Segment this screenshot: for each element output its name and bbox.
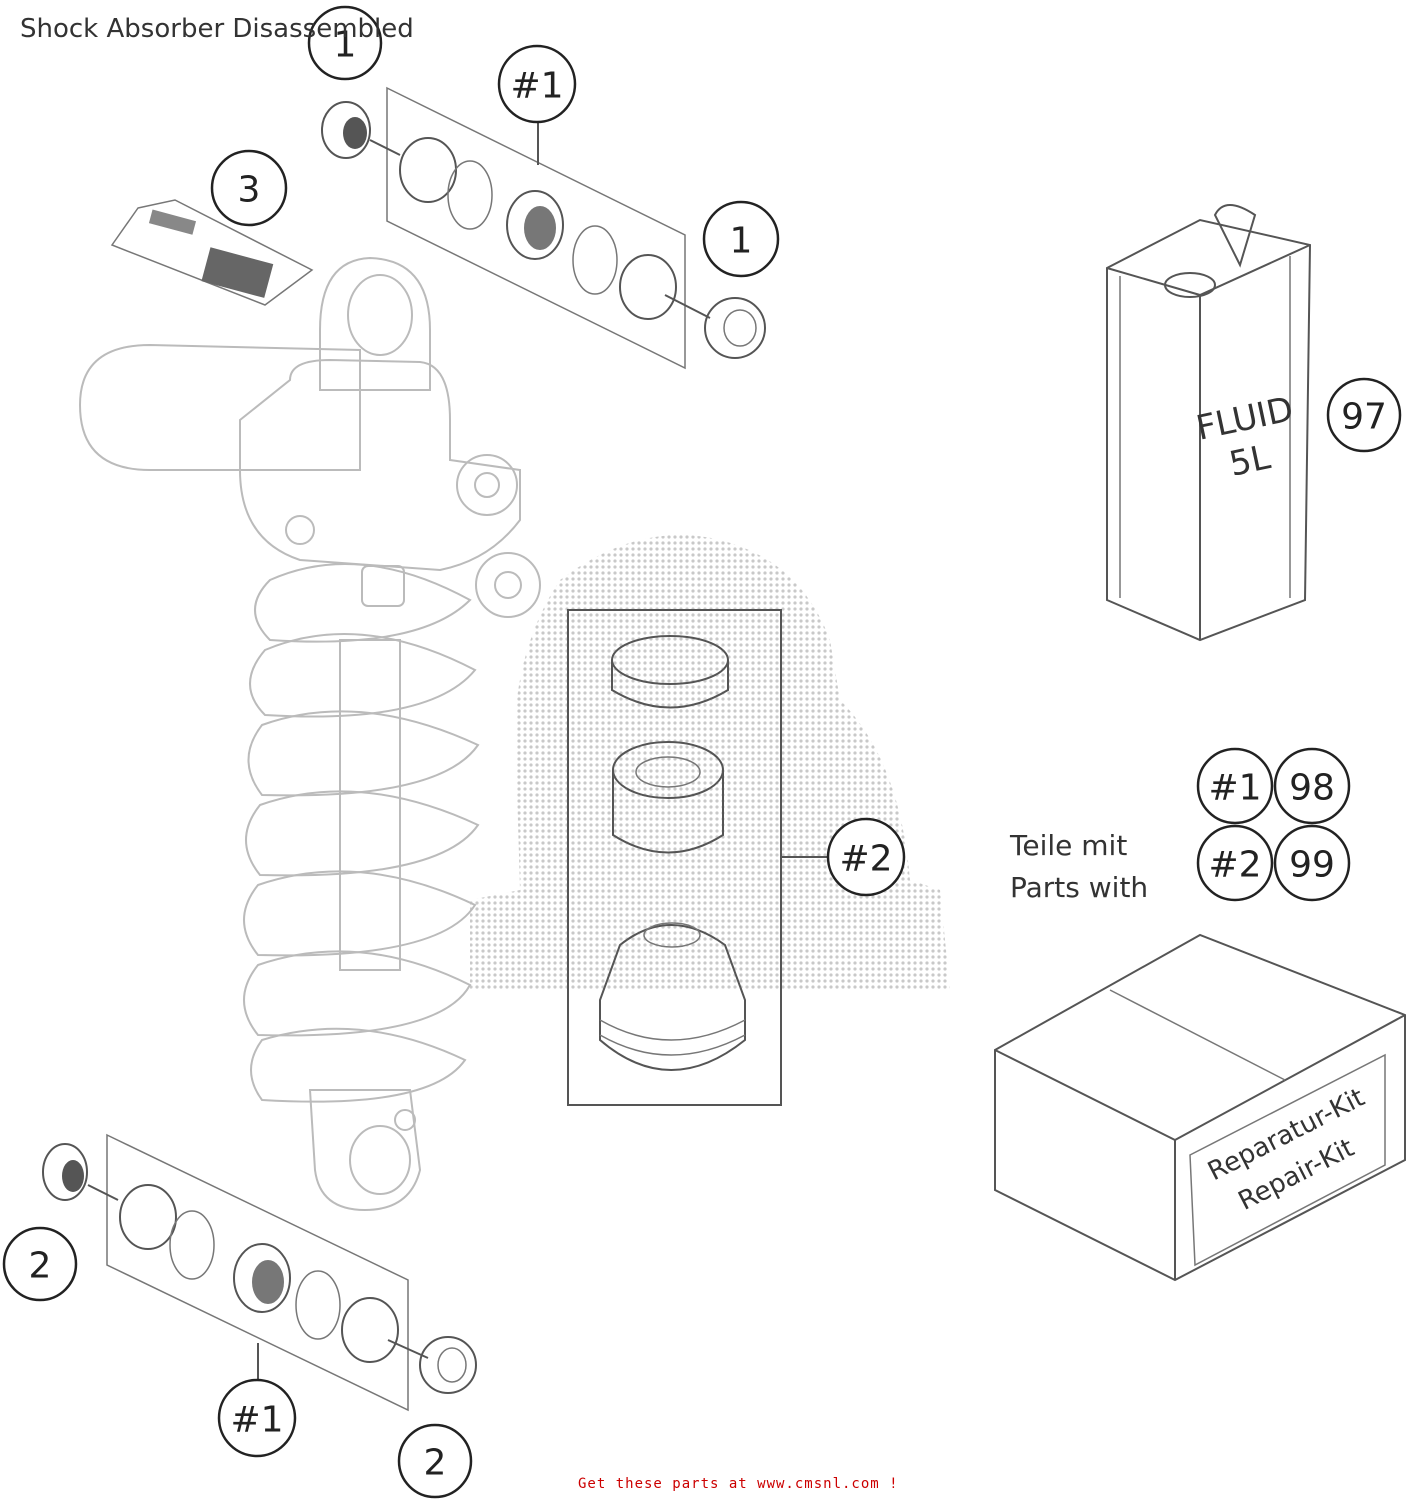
svg-text:1: 1 [730,221,753,262]
seal-kit [567,609,828,1106]
svg-text:3: 3 [238,170,261,211]
fluid-can-label-2: 5L [1226,437,1274,485]
footer-link-text[interactable]: Get these parts at www.cmsnl.com ! [578,1476,899,1492]
callout-kit1-top: #1 [497,44,577,124]
legend-callout-99: 99 [1273,824,1351,902]
legend-callout-kit1: #1 [1196,747,1274,825]
legend-callout-98: 98 [1273,747,1351,825]
svg-text:#1: #1 [510,66,563,107]
svg-text:1: 1 [334,25,357,66]
watermark-logo [470,535,950,990]
legend-parts-with: Parts with [1010,871,1148,904]
svg-text:99: 99 [1289,845,1335,886]
callout-97: 97 [1326,377,1402,453]
svg-text:97: 97 [1341,397,1387,438]
svg-text:2: 2 [29,1246,52,1287]
bushing-kit-top [321,86,766,370]
callout-kit2: #2 [826,817,906,897]
callout-1-right: 1 [702,200,780,278]
callout-1-top: 1 [307,5,383,81]
callout-kit1-bottom: #1 [217,1378,297,1458]
svg-text:98: 98 [1289,768,1335,809]
repair-kit-box: Reparatur-Kit Repair-Kit [994,933,1406,1282]
callout-2-bottom: 2 [397,1423,473,1499]
svg-text:#1: #1 [230,1400,283,1441]
bushing-kit-bottom [42,1133,477,1412]
fluid-can-label-1: FLUID [1193,389,1297,448]
shock-absorber [78,256,541,1212]
svg-text:2: 2 [424,1443,447,1484]
callout-2-left: 2 [2,1226,78,1302]
page-title: Shock Absorber Disassembled [20,14,414,44]
legend-teile-mit: Teile mit [1009,829,1127,862]
svg-text:#2: #2 [1208,845,1261,886]
legend-callout-kit2: #2 [1196,824,1274,902]
fluid-can: FLUID 5L [1106,204,1312,642]
label-sticker [110,199,314,306]
svg-text:#1: #1 [1208,768,1261,809]
callout-3: 3 [210,149,288,227]
svg-text:#2: #2 [839,839,892,880]
